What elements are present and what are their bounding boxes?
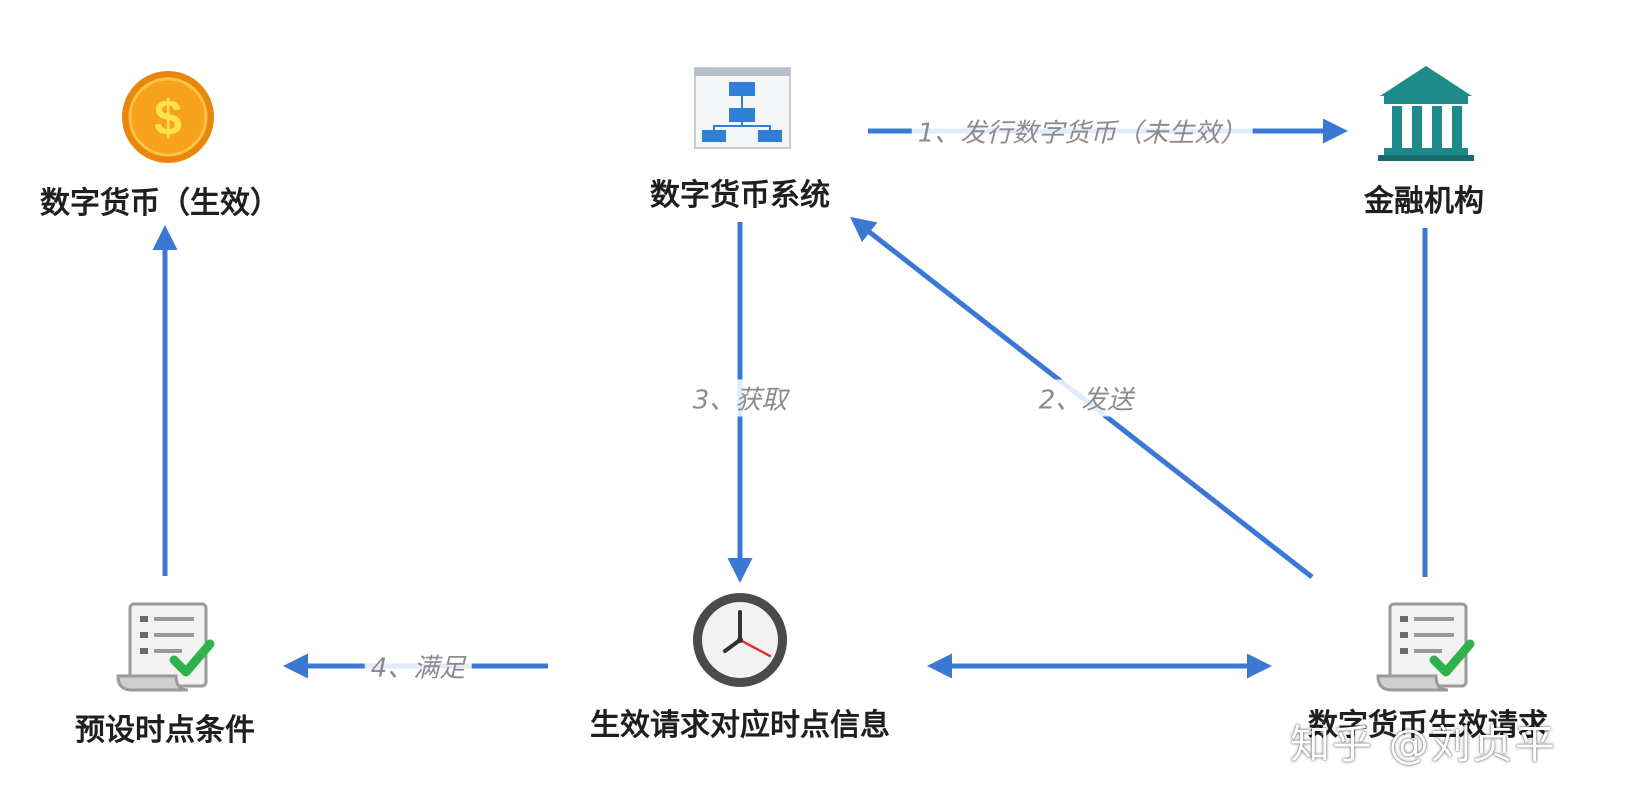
- edges: [152, 118, 1428, 679]
- edge-label-send: 2、发送: [1032, 379, 1140, 417]
- node-label-system: 数字货币系统: [650, 178, 830, 213]
- clock-icon: [693, 593, 787, 687]
- org-chart-icon: [694, 67, 791, 149]
- node-label-coin: 数字货币（生效）: [40, 186, 280, 221]
- checklist-scroll-icon: [1376, 602, 1475, 692]
- node-label-bank: 金融机构: [1364, 184, 1484, 219]
- edge-label-fetch: 3、获取: [686, 379, 794, 417]
- edge-label-issue: 1、发行数字货币（未生效）: [911, 112, 1253, 150]
- checklist-scroll-icon: [116, 602, 215, 692]
- bank-building-icon: [1378, 66, 1474, 161]
- node-label-time-info: 生效请求对应时点信息: [590, 708, 890, 743]
- watermark: 知乎 @刘贞平: [1290, 722, 1557, 768]
- svg-text:$: $: [154, 90, 182, 146]
- edge-label-satisfy: 4、满足: [364, 647, 472, 685]
- dollar-coin-icon: $: [122, 71, 214, 163]
- node-label-condition: 预设时点条件: [75, 713, 255, 748]
- node-label-request: 数字货币生效请求: [1308, 708, 1548, 743]
